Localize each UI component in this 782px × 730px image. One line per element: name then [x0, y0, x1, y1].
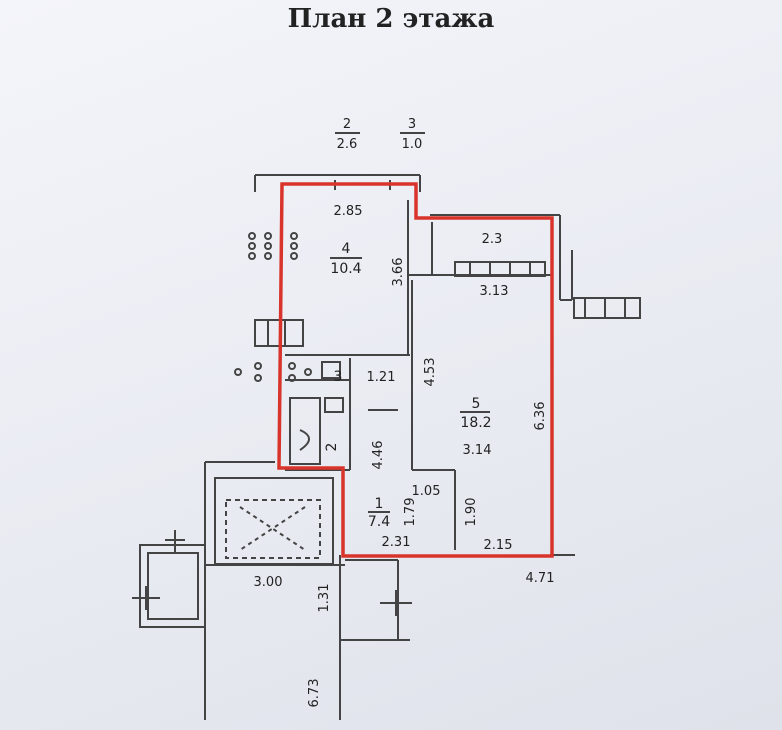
room-5-number: 5	[472, 396, 481, 412]
dim-1-90: 1.90	[464, 498, 479, 527]
dim-2-3: 2.3	[482, 232, 503, 247]
room-1-area: 7.4	[368, 514, 390, 530]
legend-number-3: 3	[408, 117, 416, 132]
dim-1-31: 1.31	[317, 584, 332, 613]
dim-2-31: 2.31	[382, 535, 411, 550]
dim-3-66: 3.66	[391, 258, 406, 287]
plan-title: План 2 этажа	[287, 4, 495, 34]
room-5-area: 18.2	[460, 415, 491, 431]
dim-1-05: 1.05	[412, 484, 441, 499]
room-2-number: 2	[324, 443, 340, 452]
dim-4-46: 4.46	[371, 441, 386, 470]
dim-1-79: 1.79	[403, 498, 418, 527]
dim-4-53: 4.53	[423, 358, 438, 387]
room-1-number: 1	[375, 496, 384, 512]
dim-4-71: 4.71	[526, 571, 555, 586]
dim-6-36: 6.36	[533, 402, 548, 431]
legend-area-3: 1.0	[402, 137, 423, 152]
legend-area-2: 2.6	[337, 137, 358, 152]
dim-3-14: 3.14	[463, 443, 492, 458]
walls	[132, 132, 641, 720]
room-4-area: 10.4	[330, 261, 361, 277]
dim-6-73: 6.73	[307, 679, 322, 708]
apartment-outline	[277, 182, 554, 558]
dim-2-85: 2.85	[334, 204, 363, 219]
dim-2-15: 2.15	[484, 538, 513, 553]
legend-number-2: 2	[343, 117, 351, 132]
dim-3-13: 3.13	[480, 284, 509, 299]
room-4-number: 4	[342, 241, 351, 257]
dim-1-21: 1.21	[367, 370, 396, 385]
dim-3-00: 3.00	[254, 575, 283, 590]
room-3-number: 3	[334, 369, 343, 385]
